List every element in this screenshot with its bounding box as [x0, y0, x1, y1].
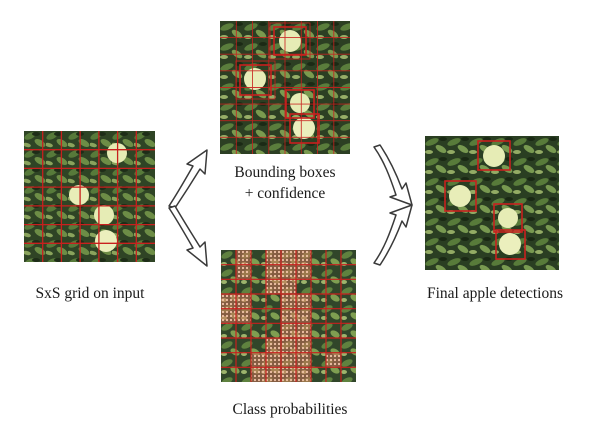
boxes-label-line1: Bounding boxes — [234, 164, 336, 181]
apple — [94, 205, 114, 225]
input-grid-image — [24, 131, 155, 262]
merge-arrow-icon — [373, 144, 413, 266]
bounding-box — [289, 113, 320, 144]
apple — [69, 185, 89, 205]
detection-box — [495, 229, 526, 260]
split-arrow-icon — [168, 149, 208, 267]
bounding-box — [239, 64, 272, 96]
bounding-box — [273, 26, 307, 56]
probabilities-label: Class probabilities — [232, 401, 348, 418]
final-label: Final apple detections — [426, 285, 564, 302]
boxes-label-line2: + confidence — [244, 185, 326, 202]
detection-box — [493, 203, 523, 233]
grid-label: SxS grid on input — [35, 285, 145, 302]
bounding-boxes-image — [220, 21, 350, 154]
detection-box — [477, 140, 511, 171]
final-detections-image — [425, 136, 559, 270]
class-probabilities-image — [221, 250, 356, 382]
apple — [95, 230, 117, 252]
detection-box — [444, 180, 477, 212]
bounding-box — [285, 89, 315, 119]
